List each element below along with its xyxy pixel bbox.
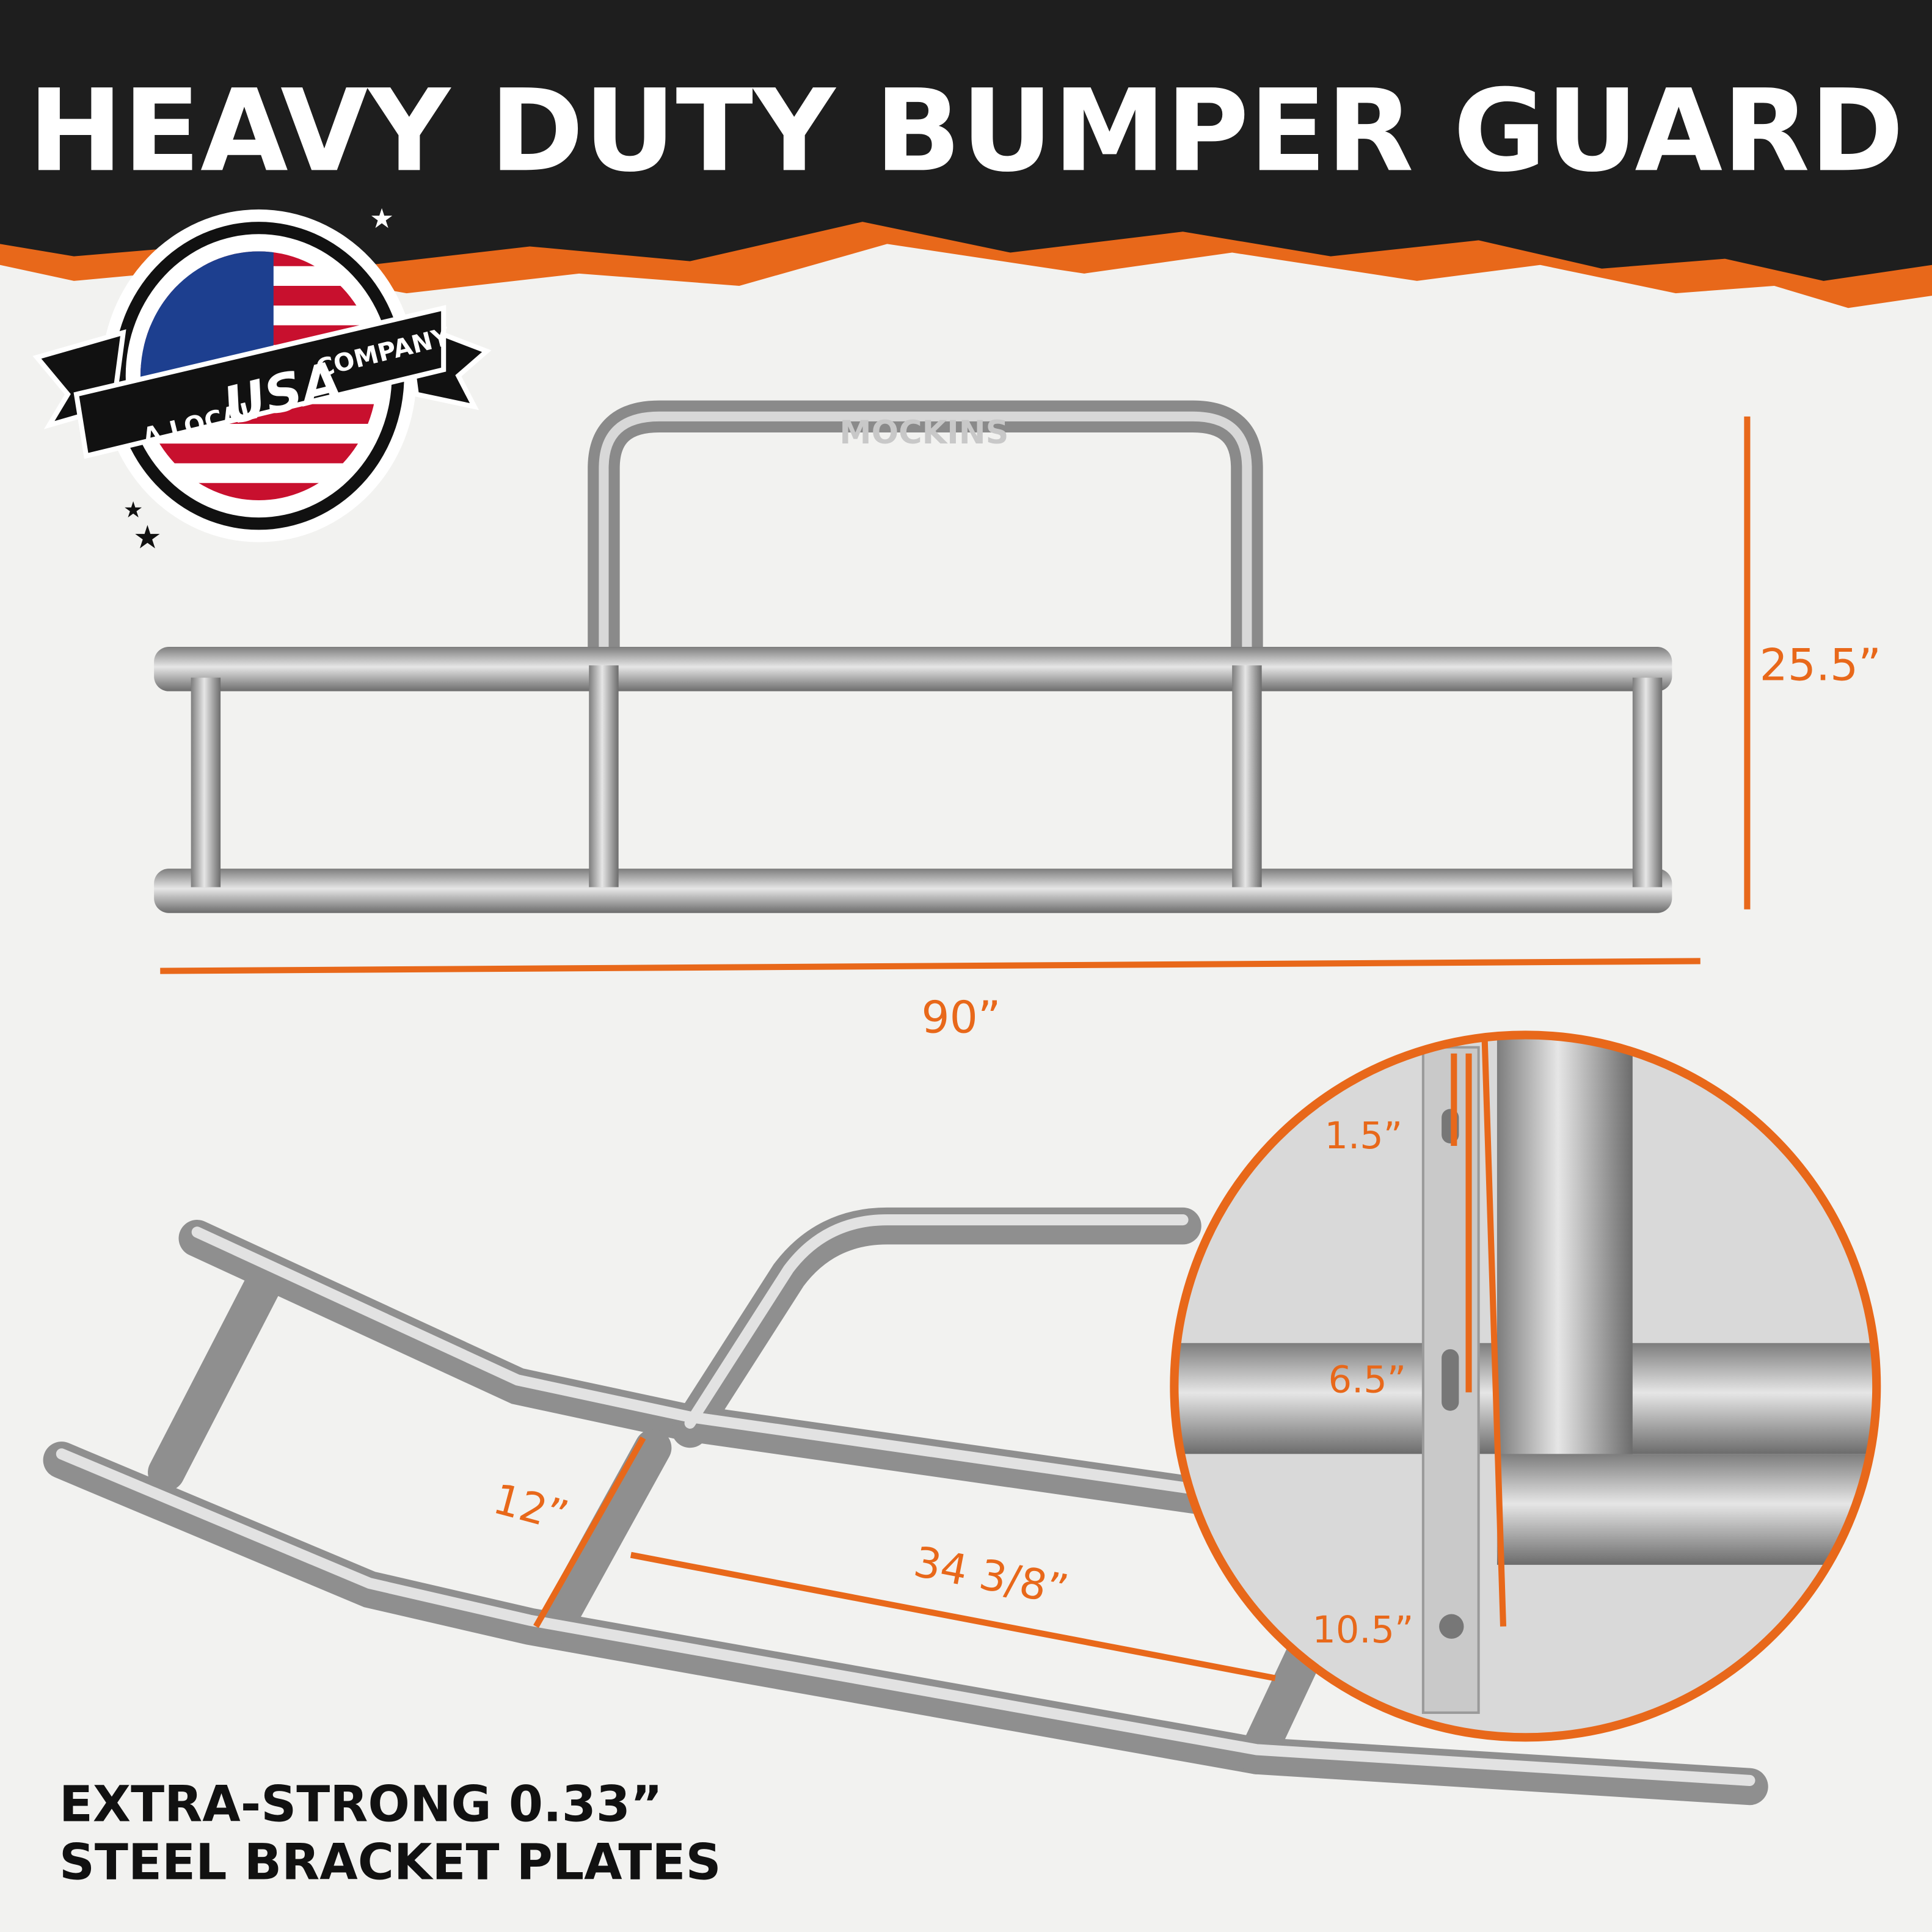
width-dimension-line xyxy=(160,958,1701,974)
bracket-height-label: 12” xyxy=(488,1475,573,1541)
brand-logo: MOCKINS xyxy=(839,414,1008,451)
star-icon: ★ xyxy=(370,203,394,234)
hole-2-label: 6.5” xyxy=(1329,1358,1407,1401)
bracket-span-line xyxy=(630,1551,1276,1682)
header-band: HEAVY DUTY BUMPER GUARD xyxy=(0,0,1932,308)
usa-badge: A LOCAL USA COMPANY ★ ★ ★ xyxy=(32,203,492,556)
bracket-span-label: 34 3/8” xyxy=(910,1537,1073,1615)
bracket-height-line xyxy=(533,1436,646,1628)
bumper-front-view: MOCKINS xyxy=(154,400,1672,913)
hole-1-label: 1.5” xyxy=(1325,1115,1403,1157)
star-icon: ★ xyxy=(133,520,162,556)
caption-line-2: STEEL BRACKET PLATES xyxy=(59,1834,721,1891)
height-dimension-label: 25.5” xyxy=(1760,640,1881,691)
caption-line-1: EXTRA-STRONG 0.33” xyxy=(59,1776,663,1833)
bracket-detail-inset: 1.5” 6.5” 10.5” xyxy=(1170,1030,1881,1742)
mount-hole xyxy=(1442,1349,1459,1411)
star-icon: ★ xyxy=(123,498,144,522)
page-title: HEAVY DUTY BUMPER GUARD xyxy=(28,65,1904,197)
hole-3-label: 10.5” xyxy=(1312,1609,1413,1652)
mount-hole xyxy=(1439,1614,1464,1639)
width-dimension-label: 90” xyxy=(921,992,1001,1043)
bumper-perspective-view xyxy=(43,1207,1768,1806)
